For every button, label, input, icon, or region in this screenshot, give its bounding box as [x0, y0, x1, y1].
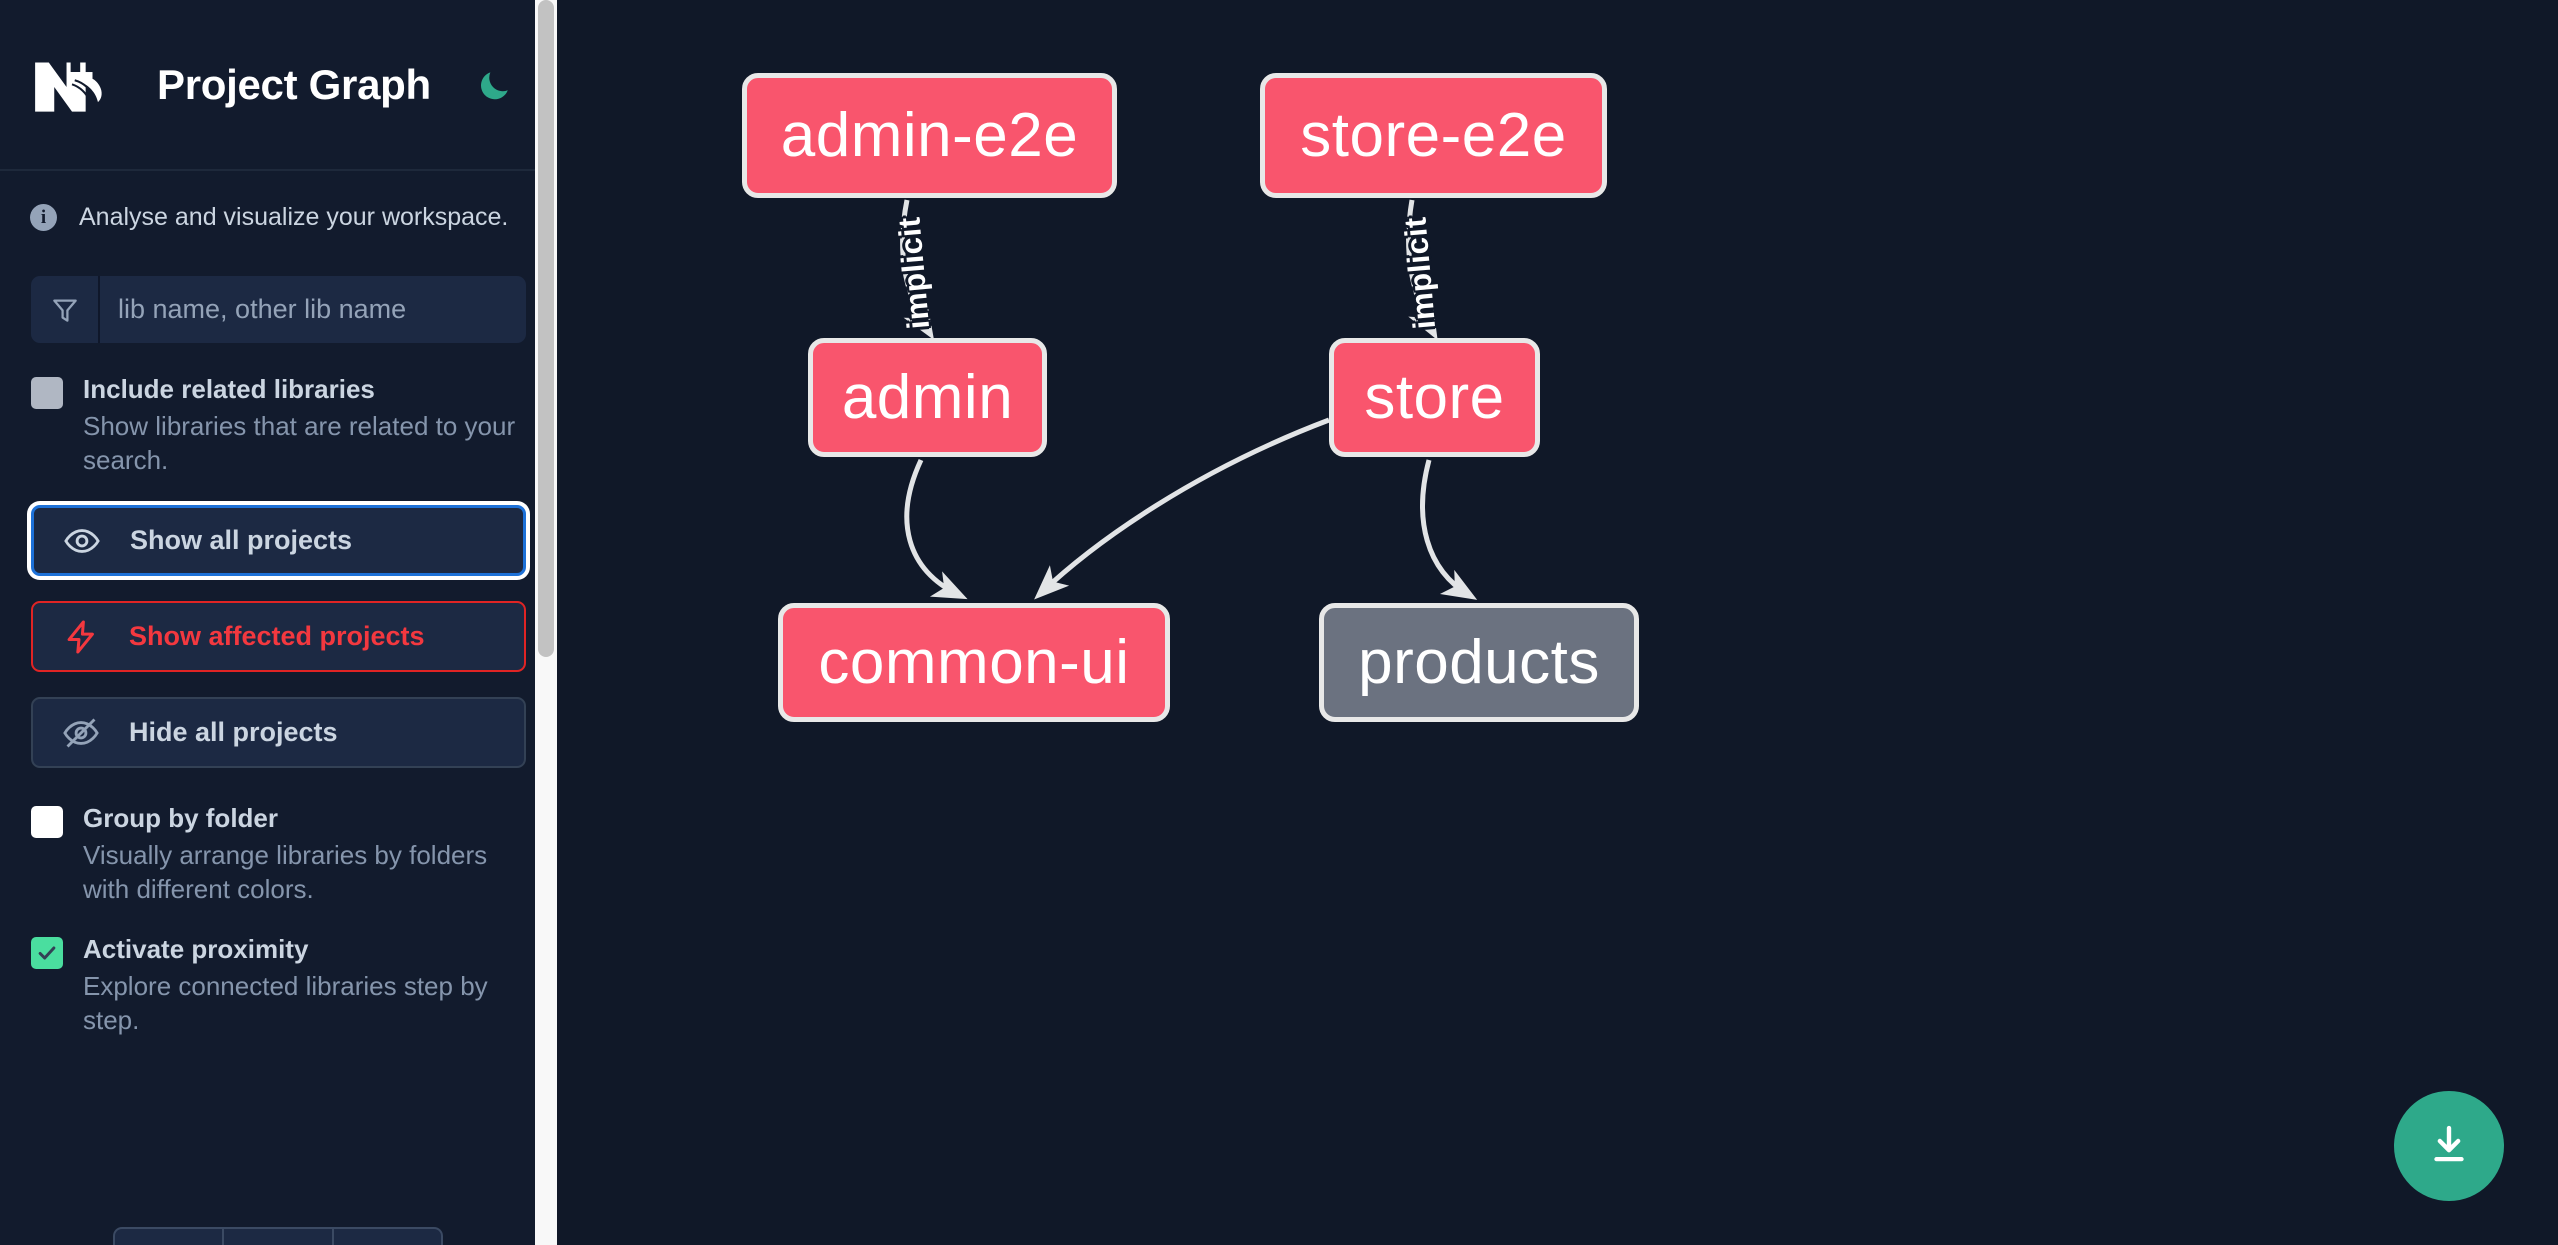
filter-icon	[31, 276, 100, 343]
sidebar-header: Project Graph	[0, 0, 557, 171]
lightning-icon	[67, 620, 94, 654]
edge-store-e2e-to-store	[1406, 199, 1438, 341]
option-description: Show libraries that are related to your …	[83, 410, 516, 475]
show-affected-projects-label: Show affected projects	[129, 621, 425, 652]
show-all-projects-label: Show all projects	[130, 525, 353, 556]
sidebar: Project Graph i Analyse and visualize yo…	[0, 0, 557, 1245]
graph-node-store: store	[1329, 338, 1540, 457]
option-label: Include related libraries	[83, 374, 375, 404]
nx-logo-icon	[31, 57, 113, 113]
graph-node-admin: admin	[808, 338, 1047, 457]
graph-node-admin-e2e: admin-e2e	[742, 73, 1117, 198]
segment-divider	[331, 1229, 334, 1245]
info-banner: i Analyse and visualize your workspace.	[0, 171, 557, 232]
include-related-libraries-checkbox[interactable]	[31, 377, 63, 409]
segmented-control[interactable]	[113, 1227, 443, 1245]
show-all-projects-button[interactable]: Show all projects	[31, 505, 526, 577]
option-description: Explore connected libraries step by step…	[83, 970, 488, 1036]
moon-icon[interactable]	[473, 63, 517, 107]
segmented-option-3[interactable]	[334, 1229, 441, 1245]
info-icon: i	[30, 204, 57, 231]
graph-node-store-e2e: store-e2e	[1260, 73, 1607, 198]
edge-admin-e2e-to-admin	[900, 199, 935, 341]
hide-all-projects-label: Hide all projects	[129, 717, 338, 748]
download-image-button[interactable]	[2394, 1091, 2504, 1201]
sidebar-scrollbar-thumb[interactable]	[538, 0, 554, 657]
group-by-folder-checkbox[interactable]	[31, 806, 63, 839]
option-activate-proximity[interactable]: Activate proximity Explore connected lib…	[0, 906, 557, 1037]
node-label: products	[1358, 628, 1600, 697]
option-group-by-folder[interactable]: Group by folder Visually arrange librari…	[0, 768, 557, 906]
node-label: store	[1364, 363, 1505, 432]
search-box[interactable]	[31, 276, 526, 343]
show-affected-projects-button[interactable]: Show affected projects	[31, 601, 526, 673]
edge-store-to-common-ui	[1034, 417, 1330, 600]
option-label: Group by folder	[83, 803, 278, 834]
node-label: admin-e2e	[780, 101, 1079, 170]
eye-off-icon	[63, 718, 99, 748]
option-description: Visually arrange libraries by folders wi…	[83, 839, 488, 904]
download-icon	[2434, 1125, 2464, 1162]
option-label: Activate proximity	[83, 934, 309, 965]
eye-icon	[64, 528, 100, 553]
check-icon	[38, 946, 56, 960]
search-input[interactable]	[100, 276, 526, 343]
option-include-related-libraries[interactable]: Include related libraries Show libraries…	[0, 343, 557, 477]
edge-store-to-products	[1420, 459, 1478, 600]
sidebar-scrollbar-track[interactable]	[535, 0, 557, 1245]
activate-proximity-checkbox[interactable]	[31, 937, 63, 970]
graph-node-products: products	[1319, 603, 1639, 722]
graph-edges	[900, 199, 1478, 600]
segment-divider	[222, 1229, 225, 1245]
edge-admin-to-common-ui	[904, 458, 968, 600]
graph-canvas[interactable]: admin-e2e store-e2e admin store common-u…	[557, 0, 2558, 1245]
segmented-option-2[interactable]	[224, 1229, 331, 1245]
node-label: admin	[841, 363, 1014, 432]
visibility-button-group: Show all projects Show affected projects…	[0, 477, 557, 769]
info-text: Analyse and visualize your workspace.	[79, 203, 509, 231]
segmented-option-1[interactable]	[115, 1229, 222, 1245]
node-label: store-e2e	[1300, 101, 1567, 170]
graph-node-common-ui: common-ui	[778, 603, 1170, 722]
node-label: common-ui	[818, 628, 1130, 697]
hide-all-projects-button[interactable]: Hide all projects	[31, 697, 526, 769]
app-title: Project Graph	[157, 60, 431, 108]
